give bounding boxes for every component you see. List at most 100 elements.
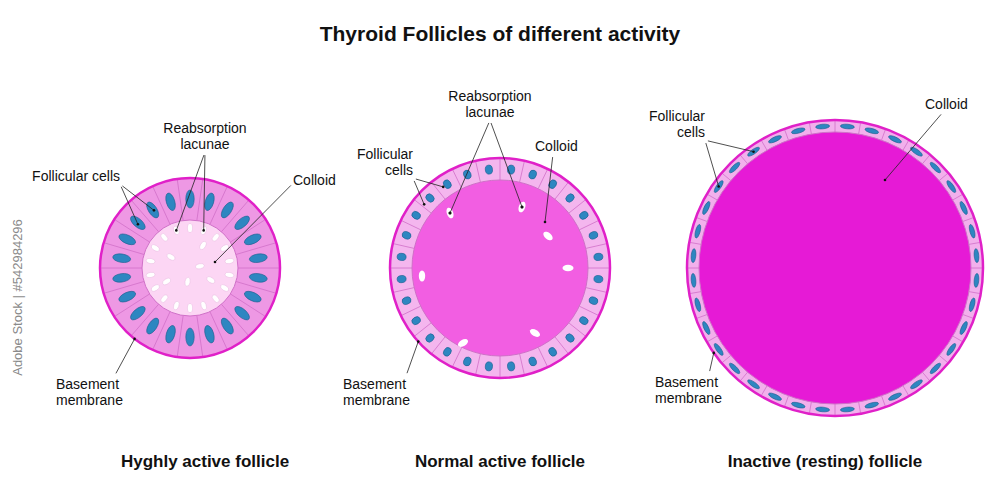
nucleus bbox=[203, 324, 216, 344]
leader-line bbox=[706, 143, 719, 186]
leader-dot bbox=[417, 340, 420, 343]
nucleus bbox=[442, 346, 453, 357]
reabsorption-lacuna bbox=[219, 243, 229, 252]
nucleus bbox=[564, 192, 575, 203]
part-label: Colloid bbox=[535, 138, 595, 154]
watermark: Adobe Stock | #542984296 bbox=[11, 167, 26, 427]
cell-wall bbox=[922, 155, 929, 163]
cell-wall bbox=[963, 218, 973, 222]
nucleus bbox=[233, 304, 252, 322]
cell-wall bbox=[538, 347, 547, 366]
part-label: Follicular cells bbox=[32, 168, 120, 184]
cell-wall bbox=[859, 402, 861, 413]
leader-line bbox=[215, 185, 291, 262]
leader-line bbox=[407, 342, 418, 374]
cells bbox=[101, 180, 279, 356]
cell-wall bbox=[835, 404, 836, 415]
nucleus bbox=[815, 407, 829, 413]
cell-wall bbox=[555, 183, 568, 199]
cell-wall bbox=[741, 155, 748, 163]
nucleus bbox=[401, 296, 412, 306]
nucleus bbox=[397, 275, 407, 283]
leader-line bbox=[708, 141, 754, 152]
reabsorption-lacuna bbox=[172, 225, 180, 235]
leader-line bbox=[885, 114, 941, 180]
nucleus bbox=[588, 296, 599, 306]
reabsorption-lacuna bbox=[146, 272, 156, 279]
cell-wall bbox=[236, 282, 275, 294]
cell-wall bbox=[588, 268, 609, 269]
basement-membrane bbox=[390, 158, 610, 378]
cell-wall bbox=[586, 244, 606, 249]
normal-active-follicle bbox=[390, 158, 610, 378]
cell-wall bbox=[394, 244, 414, 249]
follicle-caption: Hyghly active follicle bbox=[55, 452, 355, 472]
nucleus bbox=[112, 272, 131, 283]
cell-wall bbox=[555, 337, 568, 353]
leader-line bbox=[121, 187, 138, 224]
nucleus bbox=[547, 346, 558, 357]
nucleus bbox=[840, 407, 854, 413]
cell-wall bbox=[903, 141, 909, 151]
nucleus bbox=[578, 210, 589, 221]
leader-line bbox=[414, 181, 424, 204]
cells bbox=[688, 121, 982, 415]
nucleus bbox=[144, 316, 161, 336]
leader-line bbox=[450, 123, 489, 213]
nucleus bbox=[249, 272, 268, 283]
nucleus bbox=[112, 253, 131, 264]
cells bbox=[391, 159, 609, 377]
nucleus bbox=[144, 200, 161, 220]
reabsorption-lacuna bbox=[150, 283, 160, 292]
cell-wall bbox=[835, 121, 836, 132]
cell-wall bbox=[708, 195, 718, 201]
basement-membrane bbox=[100, 178, 280, 358]
cell-wall bbox=[236, 243, 275, 255]
reabsorption-lacuna bbox=[187, 224, 192, 233]
nucleus bbox=[164, 324, 177, 344]
cell-wall bbox=[569, 200, 585, 213]
leader-dot bbox=[133, 338, 136, 341]
reabsorption-lacuna bbox=[563, 265, 574, 271]
cell-wall bbox=[809, 123, 811, 134]
leader-dot bbox=[423, 203, 426, 206]
nucleus bbox=[588, 230, 599, 240]
cell-wall bbox=[969, 242, 980, 244]
leader-dot bbox=[712, 352, 715, 355]
nucleus bbox=[528, 356, 538, 367]
cell-wall bbox=[415, 323, 431, 336]
cell-wall bbox=[579, 221, 598, 230]
cell-wall bbox=[922, 372, 929, 380]
reabsorption-lacuna bbox=[211, 294, 221, 304]
nucleus bbox=[691, 273, 697, 287]
reabsorption-lacuna bbox=[529, 327, 542, 338]
nucleus bbox=[186, 328, 194, 346]
basement-membrane bbox=[687, 120, 983, 416]
nucleus bbox=[117, 289, 137, 304]
inactive-follicle bbox=[687, 120, 983, 416]
nucleus bbox=[442, 178, 453, 189]
leader-dot bbox=[717, 185, 720, 188]
nucleus bbox=[974, 273, 980, 287]
leader-line bbox=[710, 353, 714, 371]
cell-wall bbox=[903, 386, 909, 396]
leader-line bbox=[116, 339, 135, 373]
cell-wall bbox=[762, 141, 768, 151]
nucleus bbox=[401, 230, 412, 240]
colloid bbox=[142, 220, 238, 316]
cell-wall bbox=[402, 306, 421, 315]
reabsorption-lacuna bbox=[195, 263, 205, 270]
cell-wall bbox=[882, 130, 886, 140]
cell-wall bbox=[939, 355, 947, 362]
cell-wall bbox=[953, 336, 963, 342]
nucleus bbox=[864, 401, 879, 409]
cell-wall bbox=[939, 174, 947, 181]
cell-wall bbox=[963, 315, 973, 319]
cell-wall bbox=[697, 315, 707, 319]
nucleus bbox=[791, 127, 806, 135]
cell-wall bbox=[882, 396, 886, 406]
cell-wall bbox=[520, 354, 525, 374]
cell-wall bbox=[453, 347, 462, 366]
